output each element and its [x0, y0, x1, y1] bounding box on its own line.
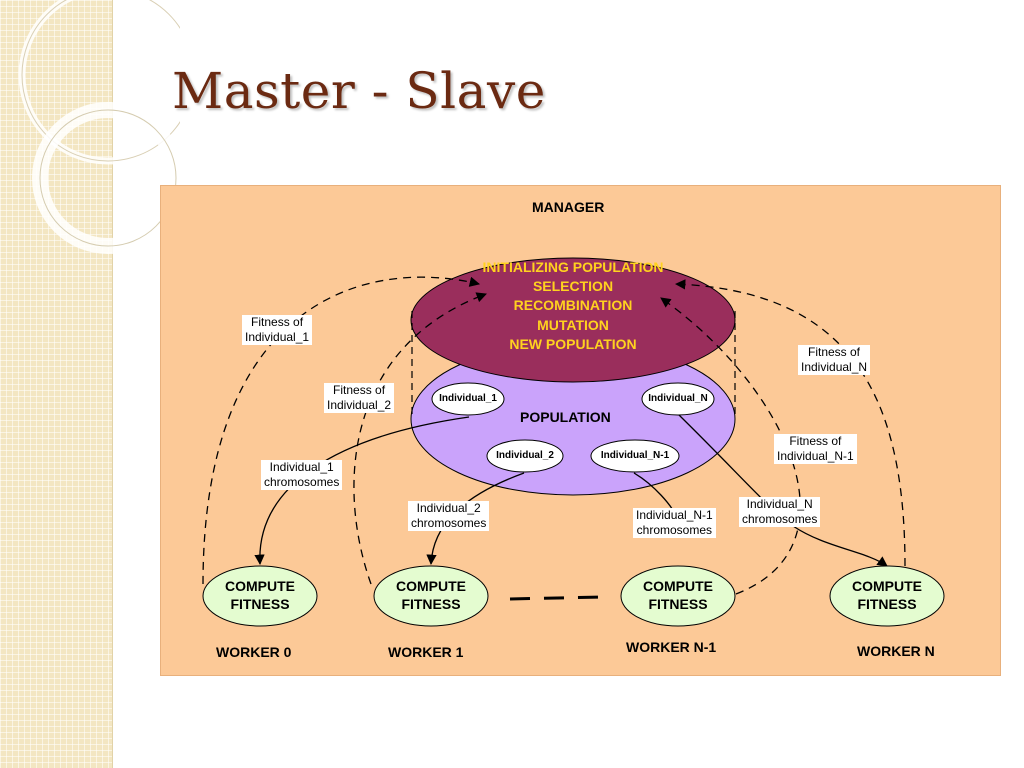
op-new-population: NEW POPULATION	[509, 335, 637, 352]
op-recombination: RECOMBINATION	[513, 297, 633, 314]
individual-n-label: Individual_N	[648, 393, 708, 404]
op-selection: SELECTION	[532, 278, 614, 295]
chromosome-label-n1: Individual_N-1 chromosomes	[633, 508, 716, 538]
individual-2-label: Individual_2	[496, 450, 554, 461]
individual-n1-ellipse	[590, 439, 680, 473]
worker-n1-label: WORKER N-1	[626, 639, 717, 655]
fitness-path-worker-n1	[660, 297, 801, 595]
fitness-label-2: Fitness of Individual_2	[324, 383, 395, 413]
fitness-label-n1: Fitness of Individual_N-1	[774, 434, 857, 464]
individual-n-ellipse	[641, 382, 715, 416]
population-label: POPULATION	[520, 409, 611, 425]
worker-0-label: WORKER 0	[216, 644, 292, 660]
compute-ellipse-1	[373, 565, 489, 627]
fitness-label-1: Fitness of Individual_1	[242, 315, 313, 345]
chromosome-label-2: Individual_2 chromosomes	[408, 501, 490, 531]
fitness-label-n: Fitness of Individual_N	[798, 345, 871, 375]
diagram-graphics	[202, 257, 945, 627]
manager-operations: INITIALIZING POPULATION SELECTION RECOMB…	[461, 258, 685, 354]
op-mutation: MUTATION	[537, 316, 609, 333]
compute-fitness-1: COMPUTE FITNESS	[396, 578, 466, 612]
chromosome-label-1: Individual_1 chromosomes	[261, 460, 343, 490]
chromosome-label-n: Individual_N chromosomes	[739, 497, 821, 527]
individual-2-ellipse	[486, 439, 564, 473]
op-initializing-population: INITIALIZING POPULATION	[482, 259, 664, 275]
fitness-path-worker-0	[202, 276, 481, 585]
compute-fitness-0: COMPUTE FITNESS	[225, 578, 295, 612]
master-slave-diagram: MANAGER INITIALIZING POPULATION SELECTIO…	[160, 185, 1001, 676]
manager-ellipse	[410, 257, 736, 383]
worker-n-label: WORKER N	[857, 643, 935, 659]
workers-ellipsis	[509, 595, 602, 601]
individual-1-label: Individual_1	[439, 393, 497, 404]
individual-n1-label: Individual_N-1	[600, 450, 670, 461]
individual-1-ellipse	[431, 382, 505, 416]
fitness-path-worker-1	[353, 292, 487, 585]
manager-label: MANAGER	[532, 199, 605, 215]
compute-ellipse-0	[202, 565, 318, 627]
compute-ellipse-n1	[620, 565, 736, 627]
slide-title: Master - Slave	[172, 62, 546, 120]
compute-fitness-n: COMPUTE FITNESS	[852, 578, 922, 612]
worker-1-label: WORKER 1	[388, 644, 464, 660]
decorative-rings	[18, 0, 180, 254]
compute-fitness-n1: COMPUTE FITNESS	[643, 578, 713, 612]
